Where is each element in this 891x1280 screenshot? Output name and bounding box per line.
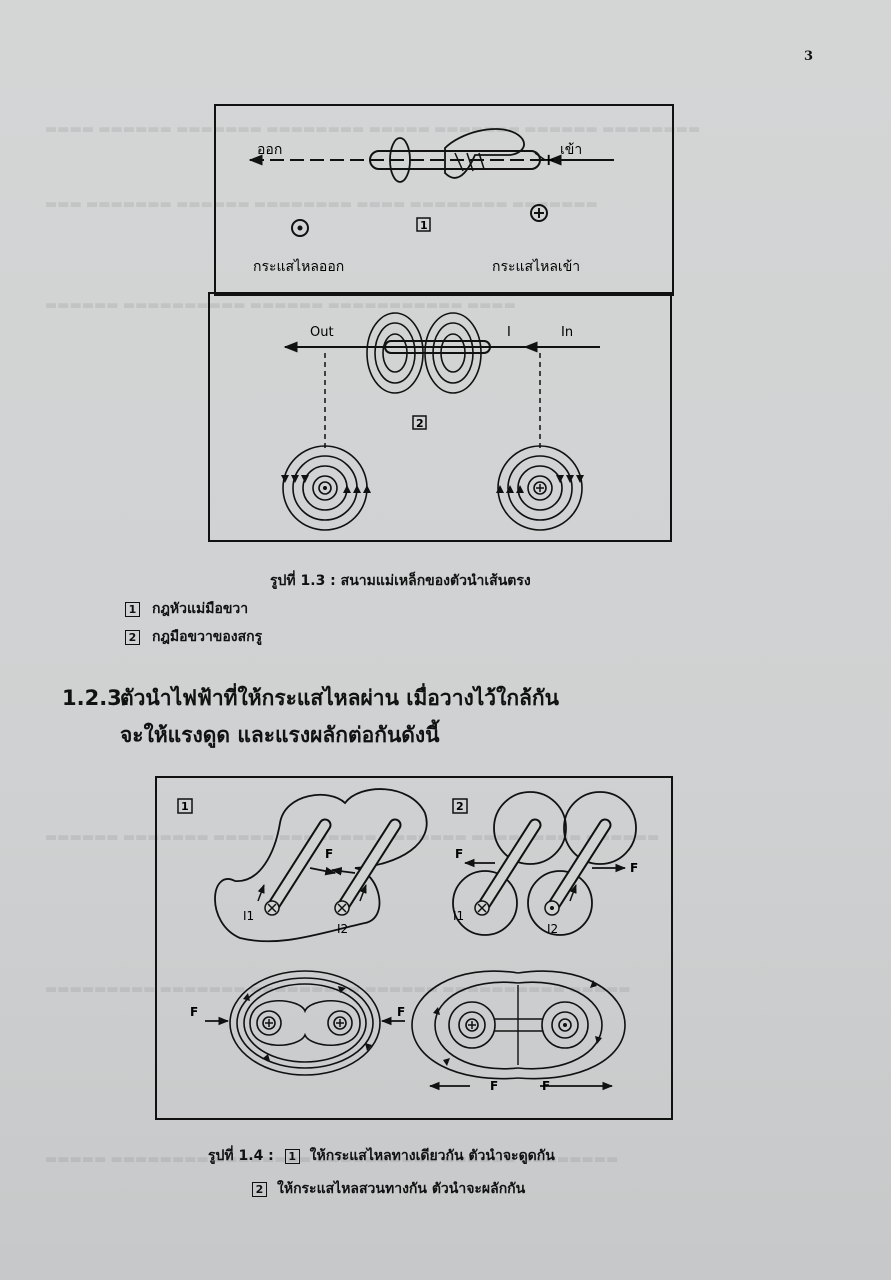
force-label: F <box>190 1005 198 1019</box>
legend-text: กฎหัวแม่มือขวา <box>152 601 249 617</box>
current-in-cross-icon <box>530 204 548 222</box>
force-label: F <box>542 1079 550 1093</box>
panel-number-box <box>416 217 431 232</box>
hand-icon <box>444 128 525 179</box>
bleed-through-text: ▬▬▬▬▬▬ ▬▬▬▬▬▬▬ ▬▬▬▬▬ ▬▬▬▬▬▬▬▬ ▬▬▬▬▬▬▬ ▬▬… <box>45 830 660 845</box>
figure-1-3-caption: รูปที่ 1.3 : สนามแม่เหล็กของตัวนำเส้นตรง <box>270 573 531 589</box>
current-out-dot-icon <box>291 219 309 237</box>
caption-number: 1 <box>284 1148 300 1164</box>
force-label: F <box>325 847 333 861</box>
current-out-dot-icon <box>318 481 332 495</box>
legend-item: 2 กฎมือขวาของสกรู <box>125 626 262 648</box>
caption-number: 2 <box>252 1181 267 1197</box>
caption-prefix: รูปที่ 1.4 : <box>208 1148 274 1164</box>
current-out-label: กระแสไหลออก <box>253 258 344 275</box>
attracting-field-lines <box>205 970 405 1076</box>
panel-number: 1 <box>420 219 428 232</box>
force-label: F <box>490 1079 498 1093</box>
panel-number-box <box>177 798 193 814</box>
current-1-label: I1 <box>453 909 464 923</box>
section-title-line1: ตัวนำไฟฟ้าที่ให้กระแสไหลผ่าน เมื่อวางไว้… <box>120 686 560 710</box>
out-label: Out <box>310 325 334 340</box>
screw-rule-illustration <box>281 312 600 531</box>
legend-text: กฎมือขวาของสกรู <box>152 629 263 645</box>
current-2-label: I2 <box>337 922 348 936</box>
bleed-through-text: ▬▬▬▬ ▬▬▬▬▬▬ ▬▬▬▬▬▬▬ ▬▬▬▬▬▬▬▬ ▬▬▬▬▬ ▬▬▬▬▬… <box>45 122 701 137</box>
figure-1-3: + ออก เข้า 1 กระแสไหลออก กระแสไหลเข้า <box>208 104 674 542</box>
current-in-cross-icon <box>262 1016 276 1030</box>
caption-line-1: ให้กระแสไหลทางเดียวกัน ตัวนำจะดูดกัน <box>309 1148 555 1164</box>
section-title-line2: จะให้แรงดูด และแรงผลักต่อกันดังนี้ <box>120 723 440 747</box>
current-in-label: กระแสไหลเข้า <box>492 258 580 275</box>
svg-text:+: + <box>542 150 555 169</box>
repelling-conductors-illustration <box>452 791 637 936</box>
figure-frame <box>155 776 673 1120</box>
straight-conductor <box>384 340 491 354</box>
out-direction-label: ออก <box>257 142 282 158</box>
bleed-through-text: ▬▬▬ ▬▬▬▬▬▬▬ ▬▬▬▬▬▬ ▬▬▬▬▬▬▬▬ ▬▬▬▬ ▬▬▬▬▬▬▬… <box>45 197 598 212</box>
panel-number: 2 <box>456 800 464 813</box>
legend-number: 2 <box>125 629 140 645</box>
panel-frame <box>208 292 672 542</box>
section-number: 1.2.3. <box>62 686 130 710</box>
legend-number: 1 <box>125 601 140 617</box>
panel-number: 1 <box>181 800 189 813</box>
in-label: In <box>561 325 573 340</box>
current-in-cross-icon <box>465 1018 479 1032</box>
force-label: F <box>397 1005 405 1019</box>
section-heading: 1.2.3.ตัวนำไฟฟ้าที่ให้กระแสไหลผ่าน เมื่อ… <box>62 680 559 754</box>
attracting-conductors-illustration <box>214 788 428 943</box>
current-1-label: I1 <box>243 909 254 923</box>
figure-1-4-caption: รูปที่ 1.4 : 1 ให้กระแสไหลทางเดียวกัน ตัว… <box>208 1145 555 1167</box>
panel-frame <box>214 104 674 296</box>
bleed-through-text: ▬▬▬▬▬▬ ▬▬▬▬▬▬▬▬▬▬ ▬▬▬▬▬▬ ▬▬▬▬▬▬▬▬▬▬▬ ▬▬▬… <box>45 298 516 313</box>
current-in-cross-icon <box>333 1016 347 1030</box>
legend-item: 1 กฎหัวแม่มือขวา <box>125 598 248 620</box>
figure-1-4-caption-line-2: 2 ให้กระแสไหลสวนทางกัน ตัวนำจะผลักกัน <box>252 1178 525 1200</box>
force-label: F <box>455 847 463 861</box>
repelling-field-lines <box>411 970 626 1091</box>
caption-line-2: ให้กระแสไหลสวนทางกัน ตัวนำจะผลักกัน <box>277 1181 526 1197</box>
current-2-label: I2 <box>547 922 558 936</box>
current-out-dot-icon <box>558 1018 572 1032</box>
panel-number-box <box>412 415 427 430</box>
panel-number-box <box>452 798 468 814</box>
current-label: I <box>507 325 511 340</box>
bleed-through-text: ▬▬▬▬▬ ▬▬▬▬▬▬▬▬ ▬▬▬▬▬▬▬▬ ▬▬▬▬▬▬▬▬▬▬ ▬▬▬▬▬… <box>45 1152 619 1167</box>
panel-number: 2 <box>416 417 424 430</box>
force-label: F <box>630 861 638 875</box>
straight-conductor <box>369 150 541 170</box>
current-in-cross-icon <box>533 481 547 495</box>
page-number: 3 <box>804 49 814 64</box>
in-direction-label: เข้า <box>560 142 582 158</box>
figure-1-4: 1 2 F I1 I2 <box>155 776 673 1120</box>
right-hand-rule-illustration: + <box>248 128 614 183</box>
